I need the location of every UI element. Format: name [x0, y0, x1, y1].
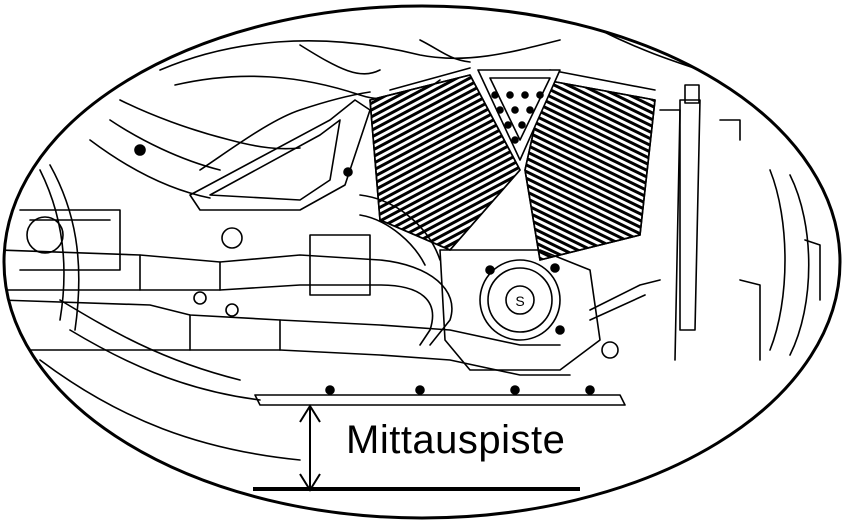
frame-panel: [134, 99, 371, 211]
front-wheel: [739, 169, 821, 361]
exhaust-pipe-upper: [4, 227, 453, 346]
fuel-tank-outline: [89, 29, 701, 199]
rear-wheel: [19, 164, 301, 461]
intake-pipe: [309, 194, 441, 296]
rear-cylinder: [369, 67, 521, 251]
crankcase: S: [439, 249, 601, 371]
exhaust-pipe-lower: [4, 291, 571, 376]
frame-downtube: [659, 84, 741, 361]
lower-frame-rail: [254, 385, 626, 406]
measurement-point-label: Mittauspiste: [346, 418, 566, 462]
front-cylinder: [524, 69, 656, 261]
shift-lever: [589, 279, 661, 359]
svg-text:S: S: [515, 293, 524, 309]
air-cleaner-cover: [477, 69, 561, 161]
